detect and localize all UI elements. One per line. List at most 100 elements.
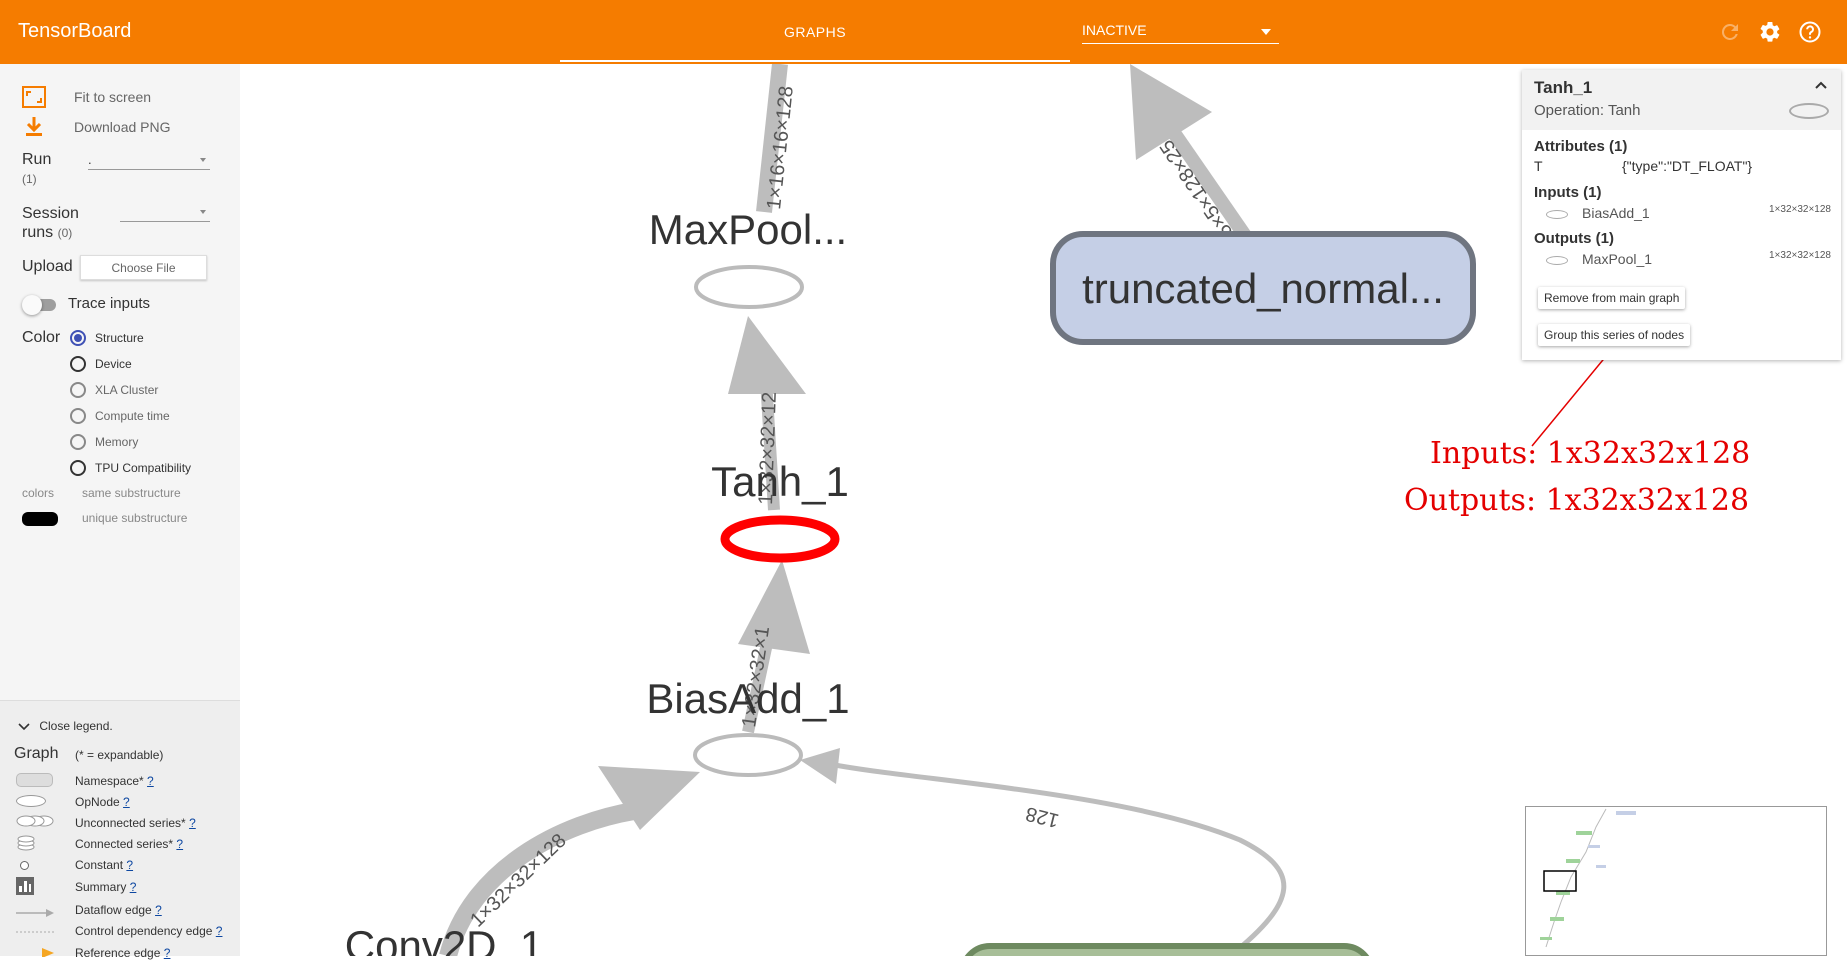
- plugin-select[interactable]: INACTIVE: [1082, 22, 1279, 44]
- minimap-graph: [1540, 808, 1636, 948]
- node-truncated-normal[interactable]: [1050, 231, 1476, 345]
- legend-help-link[interactable]: ?: [126, 858, 134, 872]
- legend-dataflow-label: Dataflow edge: [75, 903, 152, 917]
- close-legend-button[interactable]: Close legend.: [18, 719, 113, 733]
- toggle-knob: [22, 295, 42, 315]
- legend-dataflow-edge: Dataflow edge ?: [75, 903, 162, 917]
- info-operation: Operation: Tanh: [1534, 102, 1641, 119]
- download-icon: [26, 117, 42, 136]
- node-label-tanh: Tanh_1: [711, 458, 849, 505]
- group-series-button[interactable]: Group this series of nodes: [1538, 324, 1691, 346]
- inputs-heading: Inputs (1): [1534, 184, 1602, 201]
- node-label-biasadd: BiasAdd_1: [646, 675, 849, 722]
- info-node-title: Tanh_1: [1534, 78, 1593, 97]
- legend-expandable-note: (* = expandable): [75, 748, 164, 762]
- refresh-icon[interactable]: [1718, 20, 1742, 44]
- input-node-glyph: [1546, 210, 1568, 219]
- legend-unconnected-label: Unconnected series*: [75, 816, 186, 830]
- legend-constant: Constant ?: [75, 858, 133, 872]
- radio-structure[interactable]: [70, 330, 86, 346]
- tab-graphs[interactable]: GRAPHS: [560, 0, 1070, 64]
- info-card-header: Tanh_1 Operation: Tanh: [1522, 70, 1841, 130]
- graph-minimap[interactable]: [1525, 806, 1827, 956]
- annotation-inputs: Inputs: 1x32x32x128: [1430, 436, 1751, 471]
- legend-help-link[interactable]: ?: [147, 774, 154, 788]
- legend-graph-title: Graph: [14, 745, 59, 762]
- legend-summary: Summary ?: [75, 880, 136, 894]
- radio-label-device: Device: [95, 357, 132, 371]
- upload-label: Upload: [22, 258, 73, 275]
- legend-control-edge: Control dependency edge ?: [75, 924, 222, 938]
- unique-substructure-swatch: [22, 512, 58, 526]
- chevron-down-icon: [200, 158, 206, 162]
- session-runs-label: runs (0): [22, 224, 72, 242]
- fit-screen-icon: [22, 86, 46, 108]
- node-tanh-selected[interactable]: [720, 515, 840, 563]
- attr-key: T: [1534, 158, 1543, 174]
- radio-memory[interactable]: [70, 434, 86, 450]
- chevron-down-icon: [18, 723, 30, 730]
- constant-glyph: [20, 861, 29, 870]
- annotation-outputs: Outputs: 1x32x32x128: [1404, 483, 1750, 518]
- radio-label-structure: Structure: [95, 331, 144, 345]
- node-label-conv: Conv2D_1: [345, 922, 543, 956]
- node-bottom-green[interactable]: [962, 943, 1372, 956]
- edge-conv-biasadd: [439, 801, 642, 956]
- trace-inputs-toggle[interactable]: [22, 295, 58, 315]
- help-icon[interactable]: [1798, 20, 1822, 44]
- node-maxpool[interactable]: [694, 265, 804, 309]
- run-count: (1): [22, 172, 37, 186]
- edge-label-tanh-maxpool: 1×32×32×12: [755, 392, 781, 506]
- top-app-bar: TensorBoard GRAPHS INACTIVE: [0, 0, 1847, 64]
- radio-label-memory: Memory: [95, 435, 139, 449]
- close-legend-label: Close legend.: [39, 719, 113, 733]
- node-info-card: Tanh_1 Operation: Tanh Attributes (1) T …: [1522, 70, 1841, 360]
- chevron-up-icon[interactable]: [1815, 80, 1827, 92]
- attributes-heading: Attributes (1): [1534, 138, 1628, 155]
- legend-help-link[interactable]: ?: [129, 880, 137, 894]
- edge-side-128: [819, 759, 1287, 956]
- legend-help-link[interactable]: ?: [176, 837, 184, 851]
- legend-reference-edge: Reference edge ?: [75, 946, 170, 960]
- legend-help-link[interactable]: ?: [123, 795, 130, 809]
- radio-xla-cluster[interactable]: [70, 382, 86, 398]
- control-edge-glyph: [16, 931, 54, 933]
- session-runs-dropdown[interactable]: [120, 204, 210, 222]
- chevron-down-icon: [1261, 29, 1271, 35]
- node-label-truncated: truncated_normal...: [1082, 265, 1444, 312]
- radio-device[interactable]: [70, 356, 86, 372]
- input-shape: 1×32×32×128: [1768, 204, 1831, 215]
- input-node-name[interactable]: BiasAdd_1: [1582, 205, 1650, 221]
- run-dropdown[interactable]: .: [88, 152, 210, 170]
- gear-icon[interactable]: [1758, 20, 1782, 44]
- app-title: TensorBoard: [18, 20, 132, 42]
- output-node-name[interactable]: MaxPool_1: [1582, 251, 1653, 267]
- connected-series-glyph: [17, 835, 35, 851]
- edge-label-truncated: 5×5×128×25: [1156, 136, 1237, 242]
- arrowhead: [728, 316, 806, 394]
- output-node-glyph: [1546, 256, 1568, 265]
- opnode-glyph: [16, 795, 46, 807]
- node-biasadd[interactable]: [693, 733, 803, 777]
- legend-reference-label: Reference edge: [75, 946, 161, 960]
- outputs-heading: Outputs (1): [1534, 230, 1614, 247]
- legend-help-link[interactable]: ?: [163, 946, 171, 960]
- radio-compute-time[interactable]: [70, 408, 86, 424]
- color-label: Color: [22, 329, 61, 346]
- remove-from-main-graph-button[interactable]: Remove from main graph: [1538, 287, 1686, 309]
- legend-connected-series: Connected series* ?: [75, 837, 183, 851]
- minimap-viewport[interactable]: [1543, 870, 1577, 892]
- radio-label-xla-cluster: XLA Cluster: [95, 383, 159, 397]
- legend-help-link[interactable]: ?: [155, 903, 162, 917]
- same-substructure-label: same substructure: [82, 486, 181, 500]
- legend-namespace: Namespace* ?: [75, 774, 154, 788]
- choose-file-button[interactable]: Choose File: [80, 255, 207, 280]
- plugin-select-value: INACTIVE: [1082, 22, 1147, 38]
- run-label: Run: [22, 151, 52, 168]
- legend-help-link[interactable]: ?: [215, 924, 223, 938]
- graph-canvas[interactable]: 1×16×16×128 1×32×32×12 1×32×32×1 1×32×32…: [240, 64, 1847, 956]
- download-png-label: Download PNG: [74, 119, 171, 135]
- radio-tpu-compatibility[interactable]: [70, 460, 86, 476]
- legend-help-link[interactable]: ?: [189, 816, 196, 830]
- session-runs-label-1: Session: [22, 205, 79, 222]
